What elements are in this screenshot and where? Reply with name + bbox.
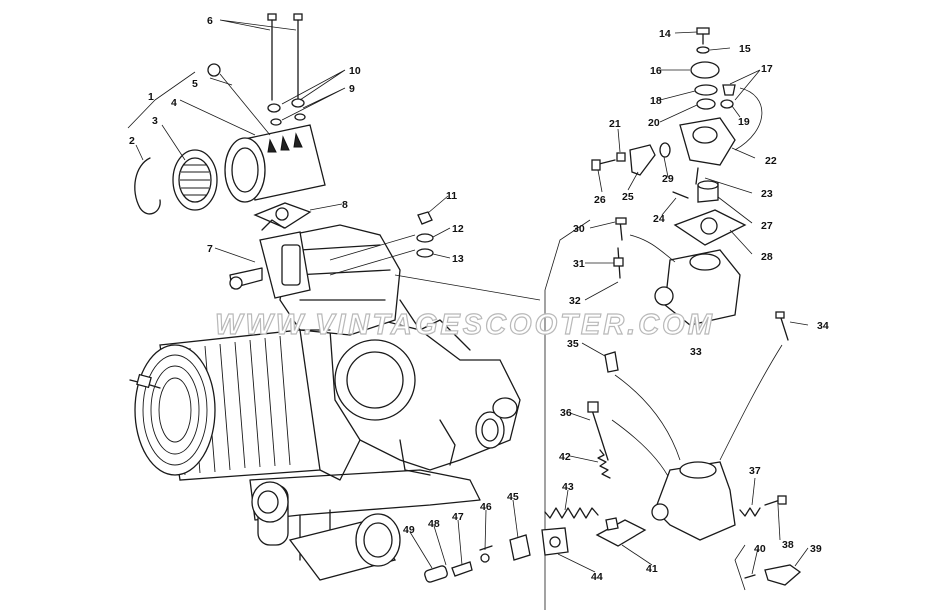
air-filter-group <box>134 13 326 299</box>
watermark: WWW.VINTAGESCOOTER.COM <box>215 309 715 341</box>
callout-30: 30 <box>573 223 585 235</box>
callout-38: 38 <box>782 539 794 551</box>
callout-14: 14 <box>659 28 671 40</box>
callout-47: 47 <box>452 511 464 523</box>
callout-45: 45 <box>507 491 519 503</box>
callout-35: 35 <box>567 338 579 350</box>
callout-10: 10 <box>349 65 361 77</box>
callout-13: 13 <box>452 253 464 265</box>
callout-27: 27 <box>761 220 773 232</box>
callout-44: 44 <box>591 571 603 583</box>
callout-28: 28 <box>761 251 773 263</box>
divider-link <box>394 274 541 301</box>
callout-18: 18 <box>650 95 662 107</box>
callout-4: 4 <box>171 97 177 109</box>
callout-40: 40 <box>754 543 766 555</box>
callout-46: 46 <box>480 501 492 513</box>
callout-24: 24 <box>653 213 665 225</box>
carb-top-parts <box>591 27 763 326</box>
callout-48: 48 <box>428 518 440 530</box>
callout-31: 31 <box>573 258 585 270</box>
callout-12: 12 <box>452 223 464 235</box>
lower-parts <box>424 311 802 591</box>
callout-9: 9 <box>349 83 355 95</box>
callout-36: 36 <box>560 407 572 419</box>
callout-2: 2 <box>129 135 135 147</box>
callout-37: 37 <box>749 465 761 477</box>
callout-19: 19 <box>738 116 750 128</box>
callout-16: 16 <box>650 65 662 77</box>
callout-8: 8 <box>342 199 348 211</box>
callout-5: 5 <box>192 78 198 90</box>
callout-20: 20 <box>648 117 660 129</box>
divider-line <box>544 219 591 610</box>
callout-34: 34 <box>817 320 829 332</box>
callout-3: 3 <box>152 115 158 127</box>
callout-22: 22 <box>765 155 777 167</box>
callout-7: 7 <box>207 243 213 255</box>
callout-43: 43 <box>562 481 574 493</box>
callout-23: 23 <box>761 188 773 200</box>
callout-39: 39 <box>810 543 822 555</box>
callout-25: 25 <box>622 191 634 203</box>
callout-6: 6 <box>207 15 213 27</box>
callout-42: 42 <box>559 451 571 463</box>
callout-41: 41 <box>646 563 658 575</box>
engine-assembly <box>129 224 521 581</box>
callout-32: 32 <box>569 295 581 307</box>
callout-15: 15 <box>739 43 751 55</box>
callout-33: 33 <box>690 346 702 358</box>
callout-1: 1 <box>148 91 154 103</box>
callout-49: 49 <box>403 524 415 536</box>
callout-26: 26 <box>594 194 606 206</box>
callout-21: 21 <box>609 118 621 130</box>
callout-labels: 1 2 3 4 5 6 7 8 9 10 11 12 13 14 15 16 1… <box>129 15 829 583</box>
callout-29: 29 <box>662 173 674 185</box>
leader-lines <box>127 19 809 575</box>
callout-11: 11 <box>446 190 457 202</box>
carb-hardware <box>329 211 434 276</box>
callout-17: 17 <box>761 63 773 75</box>
